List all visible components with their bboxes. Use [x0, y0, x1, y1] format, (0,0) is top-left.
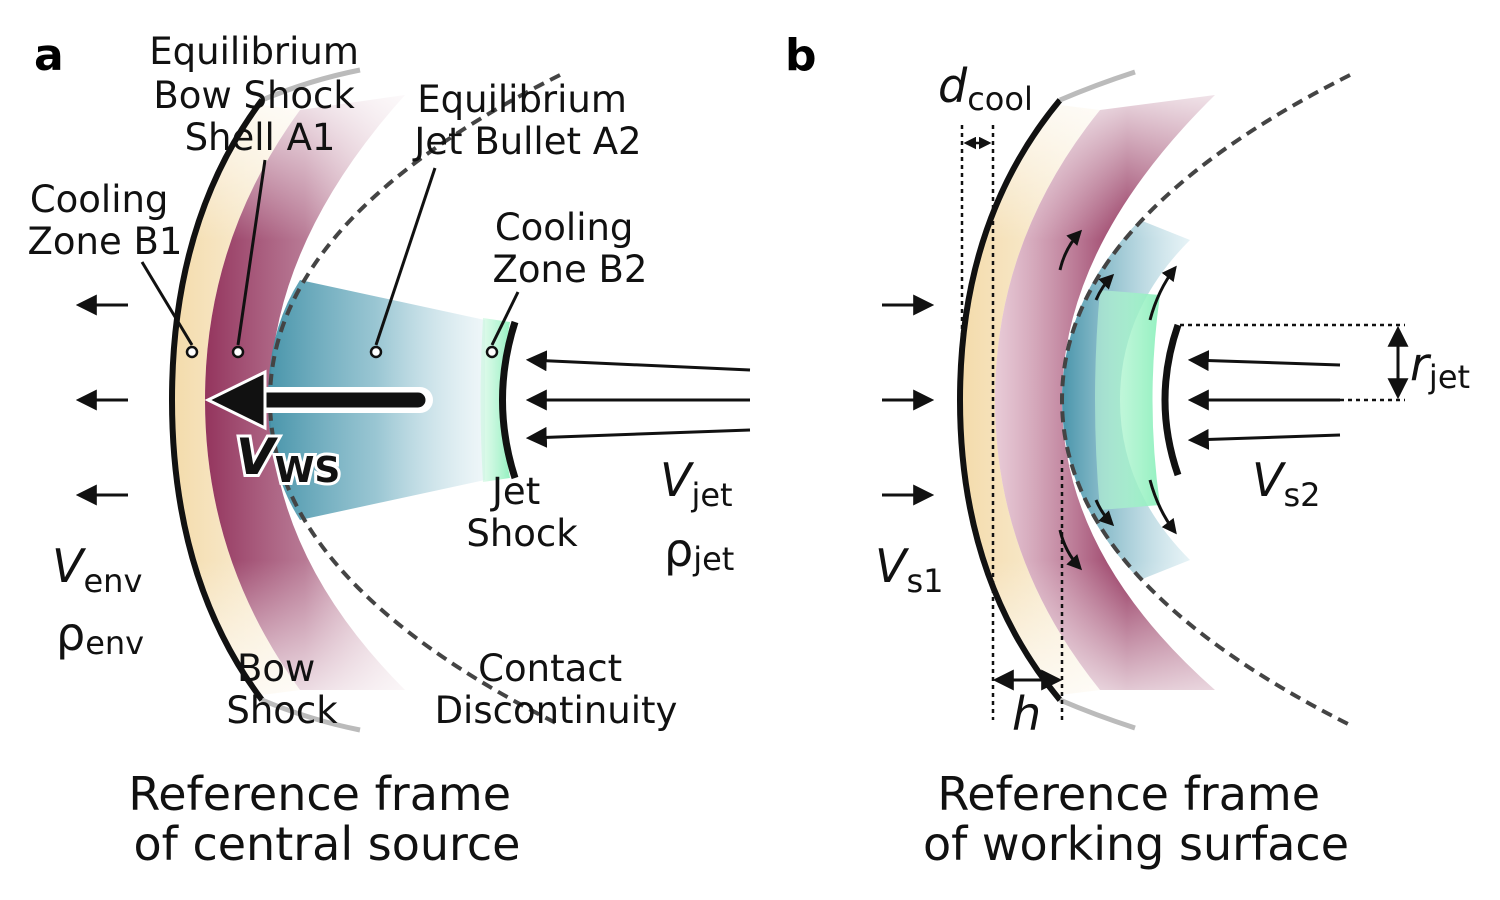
label-rho-env: ρenv [56, 607, 144, 662]
marker-jet-bullet-a2 [369, 345, 383, 359]
label-d-cool: dcool [938, 59, 1033, 118]
panel-a-letter: a [34, 30, 64, 81]
label-h: h [1012, 687, 1041, 741]
marker-shell-a1 [231, 345, 245, 359]
label-contact-discontinuity: Contact Discontinuity [435, 647, 678, 732]
label-v-jet: Vjet [660, 453, 733, 514]
b-contact-discontinuity-line [1059, 73, 1351, 727]
shell-flow-top-inner [1094, 273, 1115, 301]
label-v-ws: VWS [236, 428, 340, 491]
label-v-s2: Vs2 [1252, 453, 1321, 514]
leader-jet-bullet-a2 [374, 167, 437, 346]
label-rho-jet: ρjet [664, 523, 734, 578]
label-r-jet: rjet [1410, 337, 1470, 396]
jet-shock-line [499, 320, 519, 480]
shell-flow-bottom-inner [1094, 499, 1115, 527]
label-bow-shock: Bow Shock [226, 647, 338, 732]
b-jet-arrow-top [1187, 350, 1341, 372]
bow-shock-fade-bottom [261, 697, 361, 733]
leader-cooling-b1 [140, 261, 194, 346]
leader-shell-a1 [236, 159, 267, 346]
marker-cooling-b1 [185, 345, 199, 359]
jet-arrow-bottom [525, 426, 751, 448]
panel-a: a Equilibrium Bow Shock Shell A1 Equilib… [28, 30, 751, 871]
b-jet-shock-line [1161, 323, 1182, 477]
jet-arrow-top [525, 350, 751, 372]
label-cooling-zone-b2: Cooling Zone B2 [493, 206, 648, 291]
vws-arrow-head [204, 369, 267, 431]
label-jet-shock: Jet Shock [466, 470, 578, 555]
label-v-s1: Vs1 [875, 539, 944, 600]
label-equilibrium-shell: Equilibrium Bow Shock Shell A1 [149, 30, 370, 159]
jet-flow-top [1148, 265, 1177, 321]
shell-flow-top-outer [1058, 229, 1083, 271]
caption-panel-b: Reference frame of working surface [923, 767, 1349, 871]
panel-b-letter: b [785, 30, 817, 81]
panel-b: b dcool h rjet Vs1 Vs2 Reference frame o… [785, 30, 1470, 871]
marker-cooling-b2 [485, 345, 499, 359]
jet-flow-bottom [1148, 479, 1177, 535]
caption-panel-a: Reference frame of central source [128, 767, 525, 871]
leader-cooling-b2 [490, 291, 520, 346]
label-cooling-zone-b1: Cooling Zone B1 [28, 178, 183, 263]
label-equilibrium-bullet: Equilibrium Jet Bullet A2 [412, 78, 641, 163]
b-bow-shock-fade-top [1059, 69, 1136, 103]
b-bow-shock-fade-bottom [1059, 697, 1136, 731]
bow-shock-fade-top [261, 67, 361, 103]
bow-shock-line [168, 98, 265, 702]
b-bow-shock-line [956, 98, 1063, 702]
b-jet-arrow-bottom [1187, 428, 1341, 450]
label-v-env: Venv [52, 539, 142, 600]
